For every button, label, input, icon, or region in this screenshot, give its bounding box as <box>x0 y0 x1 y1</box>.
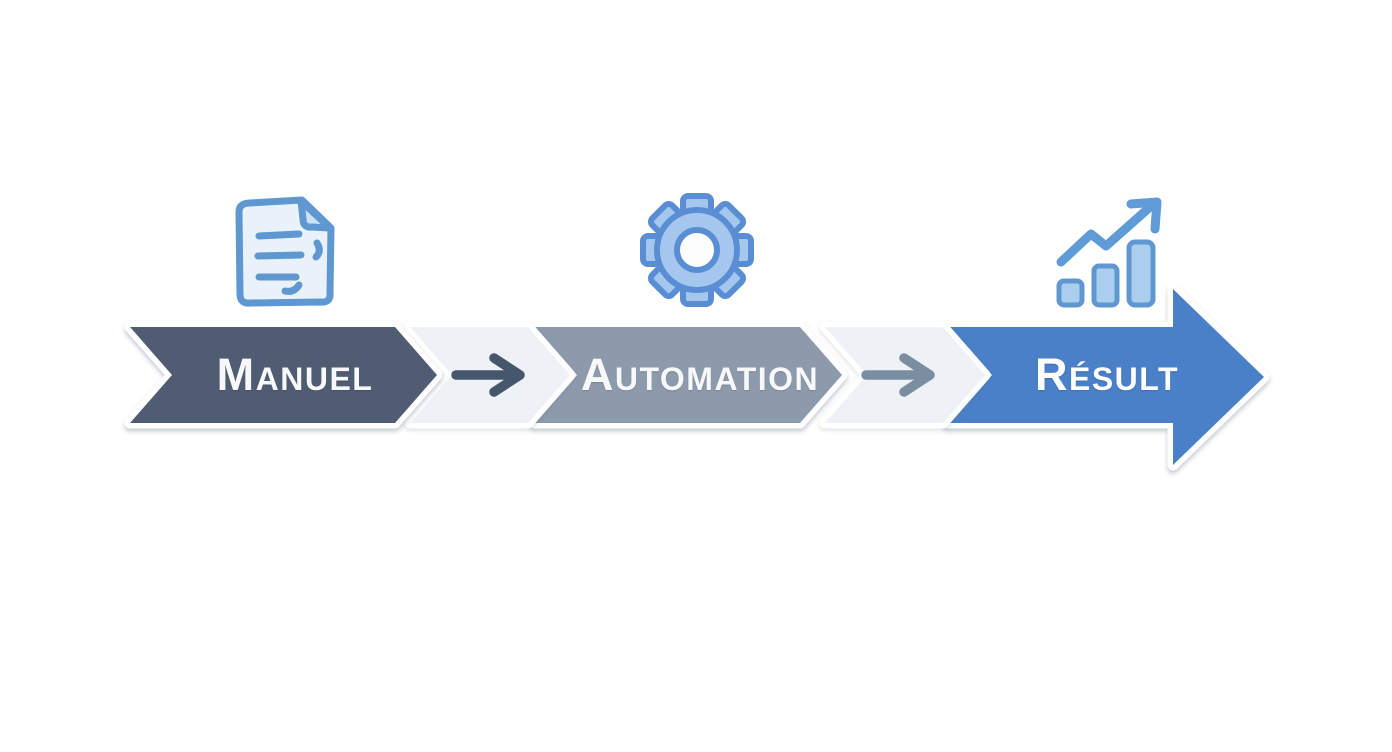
arrow-icon-2 <box>861 353 935 397</box>
gear-icon <box>640 193 754 307</box>
document-text-line <box>254 251 305 260</box>
chevron-manuel <box>124 321 443 429</box>
document-text-line <box>255 230 303 240</box>
document-icon <box>235 196 335 307</box>
gear-hole <box>674 227 720 273</box>
chevron-automation <box>529 321 848 429</box>
document-fold <box>297 197 334 232</box>
chart-bar-tall <box>1126 239 1156 308</box>
document-mark <box>281 281 303 295</box>
chevron-result <box>942 283 1270 471</box>
chart-trend-line <box>1056 202 1155 267</box>
chart-trend-arrowhead <box>1126 197 1162 234</box>
chart-bar-medium <box>1091 263 1120 308</box>
arrow-icon-1 <box>451 353 525 397</box>
document-mark <box>312 239 323 261</box>
growth-chart-icon <box>1056 197 1162 308</box>
chart-bar-small <box>1056 278 1085 308</box>
